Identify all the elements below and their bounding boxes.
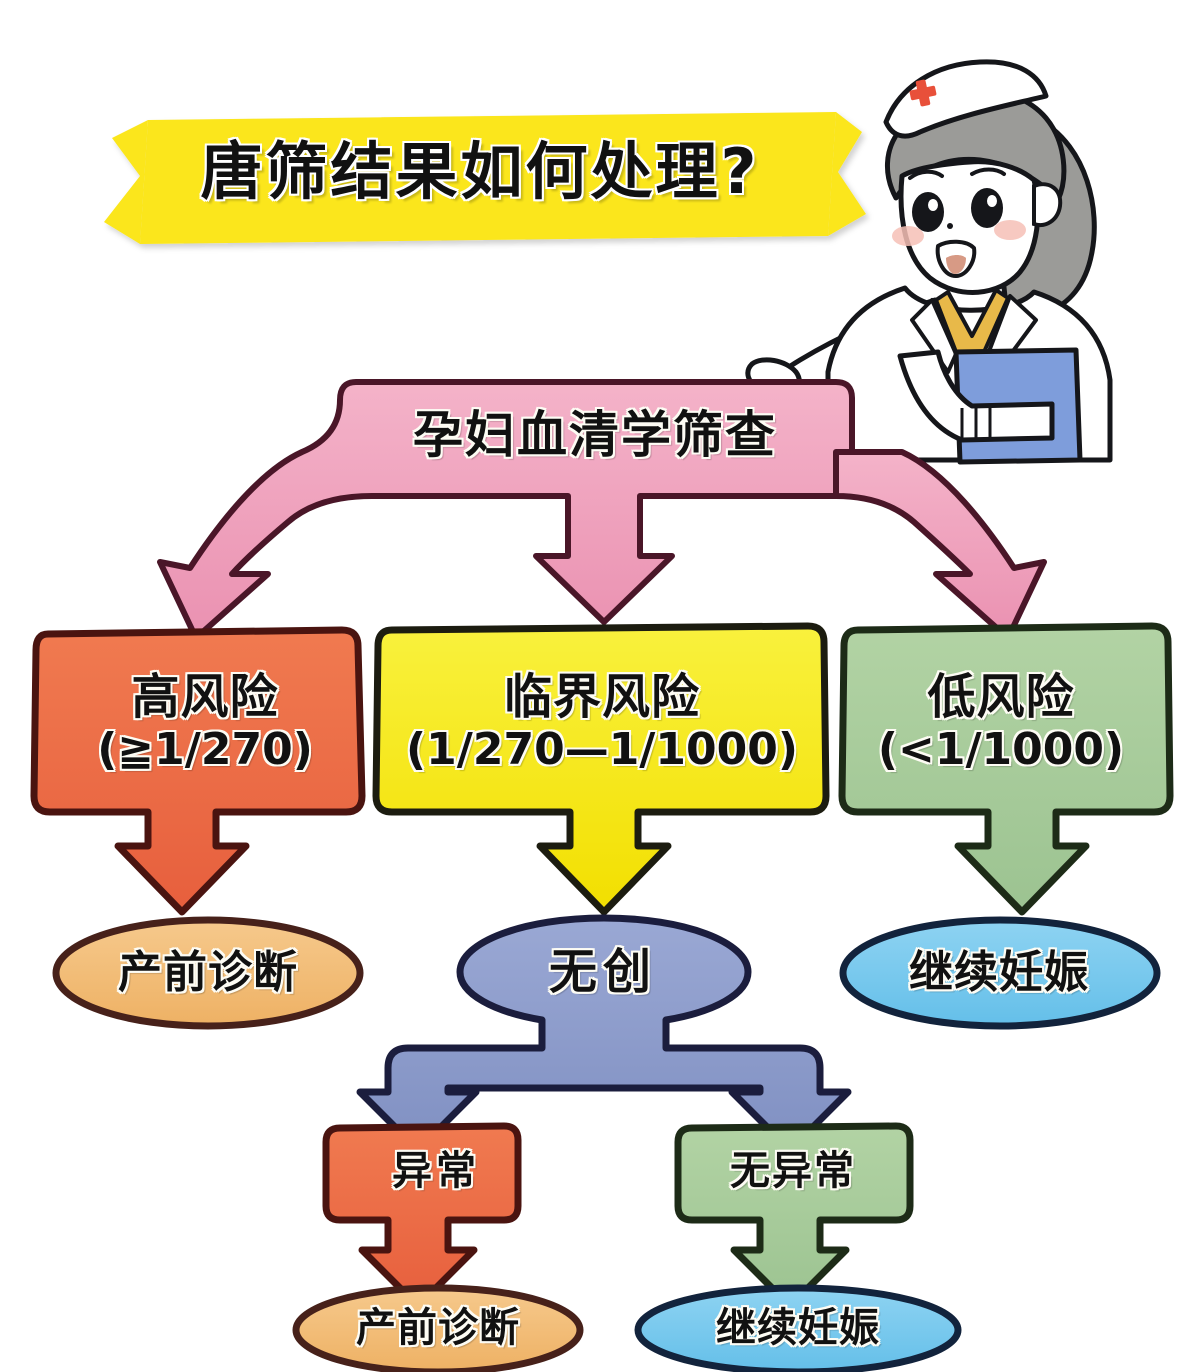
result-nipt-shape [356,914,852,1154]
risk-low-title: 低风险 [927,669,1075,726]
nipt-abnormal-shape [322,1122,522,1310]
risk-high-shape [30,626,366,916]
risk-high-label: 高风险 (≧1/270) [52,648,358,798]
nipt-abnormal-label: 异常 [392,1148,480,1195]
root-node-shape [157,379,1047,641]
risk-borderline-range: (1/270—1/1000) [406,724,798,776]
page-title: 唐筛结果如何处理? [200,134,760,208]
risk-high-title: 高风险 [131,669,279,726]
risk-high-range: (≧1/270) [97,724,313,776]
risk-low-range: (<1/1000) [877,724,1125,776]
title-banner [104,112,866,244]
risk-borderline-label: 临界风险 (1/270—1/1000) [384,648,820,798]
nipt-normal-shape [674,1122,914,1310]
nipt-normal-label: 无异常 [730,1148,856,1195]
result-continue-pregnancy-1-shape [839,916,1161,1030]
risk-borderline-title: 临界风险 [503,669,700,726]
result-prenatal-diagnosis-2-shape [292,1284,584,1372]
result-continue-pregnancy-2-shape [634,1284,962,1372]
risk-borderline-shape [372,622,830,916]
risk-low-label: 低风险 (<1/1000) [848,648,1154,798]
risk-low-shape [838,622,1174,916]
result-prenatal-diagnosis-1-label: 产前诊断 [118,947,298,999]
red-cross-icon [909,79,937,107]
result-prenatal-diagnosis-2-label: 产前诊断 [356,1305,520,1352]
result-nipt-label: 无创 [548,944,657,1001]
result-continue-pregnancy-1-label: 继续妊娠 [909,947,1089,999]
root-node-label: 孕妇血清学筛查 [413,406,777,464]
result-continue-pregnancy-2-label: 继续妊娠 [716,1305,880,1352]
result-prenatal-diagnosis-1-shape [52,916,364,1030]
